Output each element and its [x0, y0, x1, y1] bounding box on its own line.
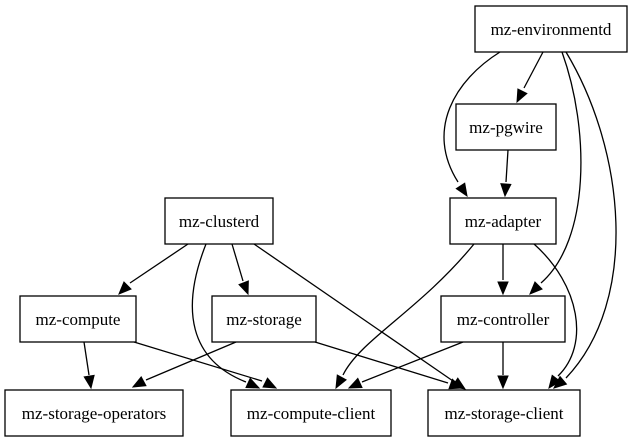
node-pgwire[interactable]: mz-pgwire	[455, 103, 557, 151]
edge-storage-to-storage_operators	[131, 341, 237, 388]
edge-clusterd-to-compute_client	[191, 243, 261, 389]
node-label: mz-compute	[36, 310, 121, 329]
arrowhead-icon	[529, 281, 543, 295]
node-box	[230, 389, 392, 437]
node-label: mz-controller	[457, 310, 550, 329]
node-box	[19, 295, 137, 343]
edge-line	[83, 341, 90, 376]
edge-clusterd-to-storage	[231, 243, 249, 296]
edge-pgwire-to-adapter	[500, 149, 512, 198]
node-compute[interactable]: mz-compute	[19, 295, 137, 343]
node-storage-operators[interactable]: mz-storage-operators	[4, 389, 184, 437]
edge-compute-to-storage_operators	[83, 341, 95, 390]
arrowhead-icon	[238, 280, 249, 296]
edge-clusterd-to-compute	[118, 243, 189, 295]
node-label: mz-storage	[226, 310, 302, 329]
node-box	[164, 197, 274, 245]
arrowhead-icon	[548, 374, 562, 390]
edge-line	[533, 243, 578, 377]
node-label: mz-storage-client	[445, 404, 564, 423]
edge-line	[505, 149, 509, 183]
node-box	[474, 5, 628, 53]
edge-line	[314, 341, 449, 384]
node-box	[211, 295, 317, 343]
node-clusterd[interactable]: mz-clusterd	[164, 197, 274, 245]
arrowhead-icon	[497, 281, 509, 296]
arrowhead-icon	[335, 374, 347, 390]
node-compute-client[interactable]: mz-compute-client	[230, 389, 392, 437]
edge-line	[523, 51, 544, 89]
edge-compute-to-compute_client	[133, 341, 278, 389]
arrowhead-icon	[347, 377, 363, 389]
edge-line	[253, 243, 454, 382]
node-environmentd[interactable]: mz-environmentd	[474, 5, 628, 53]
edge-line	[231, 243, 244, 282]
nodes-layer: mz-environmentd mz-pgwire mz-clusterd mz-ad…	[4, 5, 628, 437]
node-storage-client[interactable]: mz-storage-client	[427, 389, 581, 437]
arrowhead-icon	[500, 183, 512, 198]
edge-storage-to-storage_client	[314, 341, 464, 390]
edge-controller-to-storage_client	[497, 342, 509, 390]
node-label: mz-compute-client	[247, 404, 376, 423]
arrowhead-icon	[118, 281, 132, 295]
edge-line	[145, 341, 237, 381]
arrowhead-icon	[516, 88, 528, 104]
node-box	[4, 389, 184, 437]
edge-line	[565, 51, 617, 379]
node-storage[interactable]: mz-storage	[211, 295, 317, 343]
edge-adapter-to-controller	[497, 244, 509, 296]
node-label: mz-environmentd	[491, 20, 612, 39]
edge-adapter-to-compute_client	[335, 243, 475, 390]
edge-environmentd-to-adapter	[443, 51, 501, 198]
edge-line	[361, 341, 464, 383]
node-box	[455, 103, 557, 151]
arrowhead-icon	[262, 377, 278, 389]
arrowhead-icon	[497, 375, 509, 390]
edge-line	[540, 51, 582, 284]
node-label: mz-storage-operators	[22, 404, 166, 423]
arrowhead-icon	[455, 182, 468, 198]
node-label: mz-clusterd	[179, 212, 260, 231]
node-box	[449, 197, 557, 245]
edge-environmentd-to-pgwire	[516, 51, 544, 104]
node-controller[interactable]: mz-controller	[440, 295, 566, 343]
edge-line	[133, 341, 263, 382]
edge-line	[129, 243, 189, 284]
arrowhead-icon	[83, 374, 95, 390]
edge-line	[443, 51, 501, 183]
edge-controller-to-compute_client	[347, 341, 464, 389]
arrowhead-icon	[245, 377, 261, 389]
arrowhead-icon	[131, 376, 147, 388]
node-box	[440, 295, 566, 343]
node-label: mz-adapter	[465, 212, 542, 231]
edge-environmentd-to-controller	[529, 51, 582, 295]
node-adapter[interactable]: mz-adapter	[449, 197, 557, 245]
edge-adapter-to-storage_client	[533, 243, 578, 390]
edges-layer	[83, 51, 617, 390]
arrowhead-icon	[448, 378, 464, 390]
node-label: mz-pgwire	[469, 118, 543, 137]
edge-line	[342, 243, 475, 376]
edge-line	[191, 243, 247, 383]
node-box	[427, 389, 581, 437]
